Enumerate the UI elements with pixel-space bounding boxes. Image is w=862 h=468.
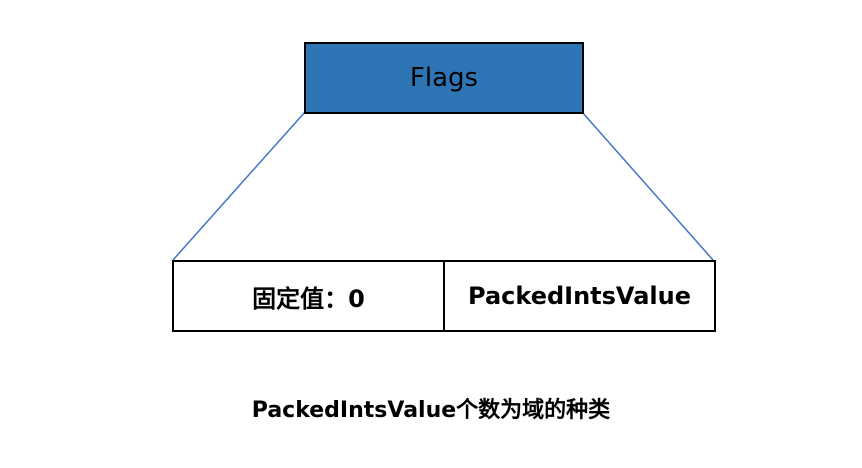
packed-ints-value-field: PackedIntsValue [445,262,714,330]
flags-header-label: Flags [409,63,479,93]
right-connector-line [581,111,714,261]
fields-row: 固定值：0 PackedIntsValue [172,260,716,332]
left-connector-line [172,111,306,261]
flags-header-box: Flags [304,42,584,114]
diagram-caption: PackedIntsValue个数为域的种类 [251,398,611,423]
fixed-value-field: 固定值：0 [174,262,445,330]
fixed-value-label: 固定值：0 [252,284,365,313]
packed-ints-value-label: PackedIntsValue [468,282,691,310]
